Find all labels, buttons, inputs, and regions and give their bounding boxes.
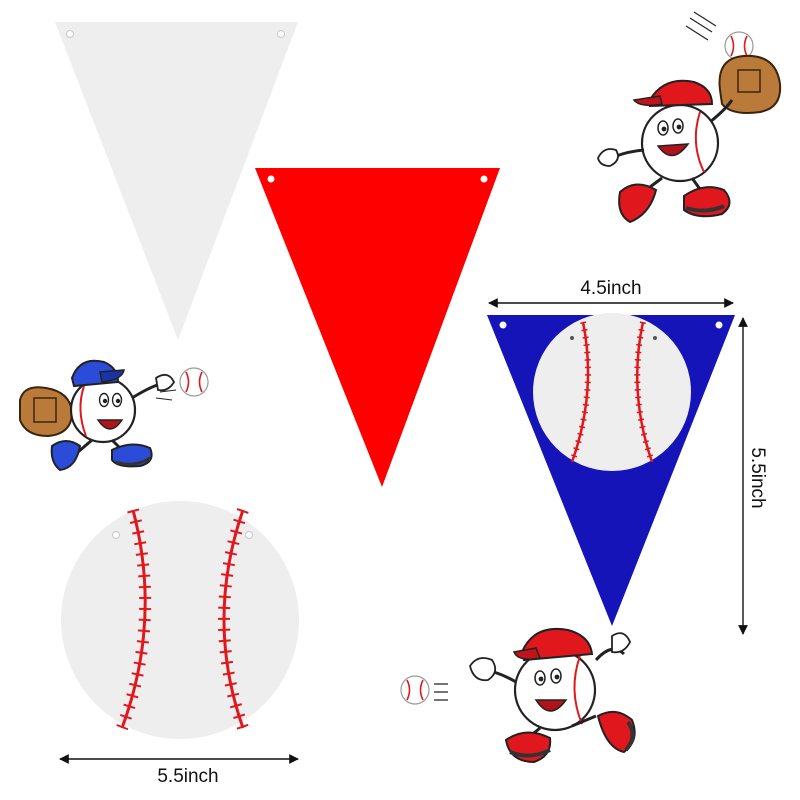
pennant-width-dimension: 4.5inch — [488, 278, 734, 308]
baseball-mascot-catching-icon — [597, 11, 782, 224]
red-pennant — [255, 168, 500, 487]
baseball-mascot-pitching-icon — [400, 628, 636, 764]
baseball-mascot-throwing-icon — [19, 359, 209, 472]
circle-baseball-piece — [61, 501, 299, 739]
blue-pennant — [487, 313, 735, 626]
white-pennant — [55, 22, 298, 340]
pennant-height-label: 5.5inch — [747, 447, 768, 508]
pennant-width-label: 4.5inch — [580, 278, 641, 299]
baseball-emblem — [533, 313, 691, 471]
pennant-height-dimension: 5.5inch — [738, 317, 768, 635]
circle-width-dimension: 5.5inch — [59, 754, 299, 787]
circle-width-label: 5.5inch — [157, 766, 218, 787]
